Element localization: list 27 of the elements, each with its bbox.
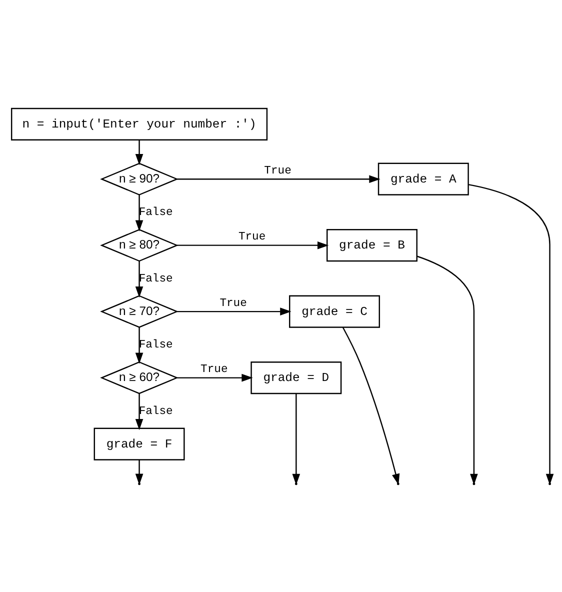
arrow	[177, 373, 253, 382]
node-diamond: n ≥ 90?	[100, 162, 178, 195]
arrow	[135, 194, 144, 231]
node-box: n = input('Enter your number :')	[10, 107, 268, 140]
edge-label: False	[138, 206, 173, 219]
node-diamond: n ≥ 60?	[100, 360, 178, 394]
edge-label: True	[200, 364, 228, 376]
arrow	[135, 326, 144, 364]
arrow	[135, 260, 144, 298]
arrow	[135, 140, 144, 165]
edge-label: False	[138, 272, 173, 285]
node-box: grade = B	[326, 228, 418, 262]
node-box: grade = A	[378, 162, 469, 195]
edge-label: False	[138, 405, 173, 418]
node-diamond: n ≥ 70?	[100, 294, 178, 328]
node-box: grade = D	[250, 361, 342, 394]
node-box: grade = F	[94, 427, 185, 460]
edge-label: True	[264, 164, 292, 177]
node-box: grade = C	[289, 294, 380, 328]
arrow	[135, 393, 144, 430]
edge-label: True	[220, 297, 247, 310]
arrow	[176, 240, 329, 249]
arrow	[177, 174, 380, 182]
edge-label: True	[238, 231, 266, 244]
node-diamond: n ≥ 80?	[100, 228, 178, 262]
edge-label: False	[138, 339, 173, 352]
arrow	[176, 307, 292, 315]
